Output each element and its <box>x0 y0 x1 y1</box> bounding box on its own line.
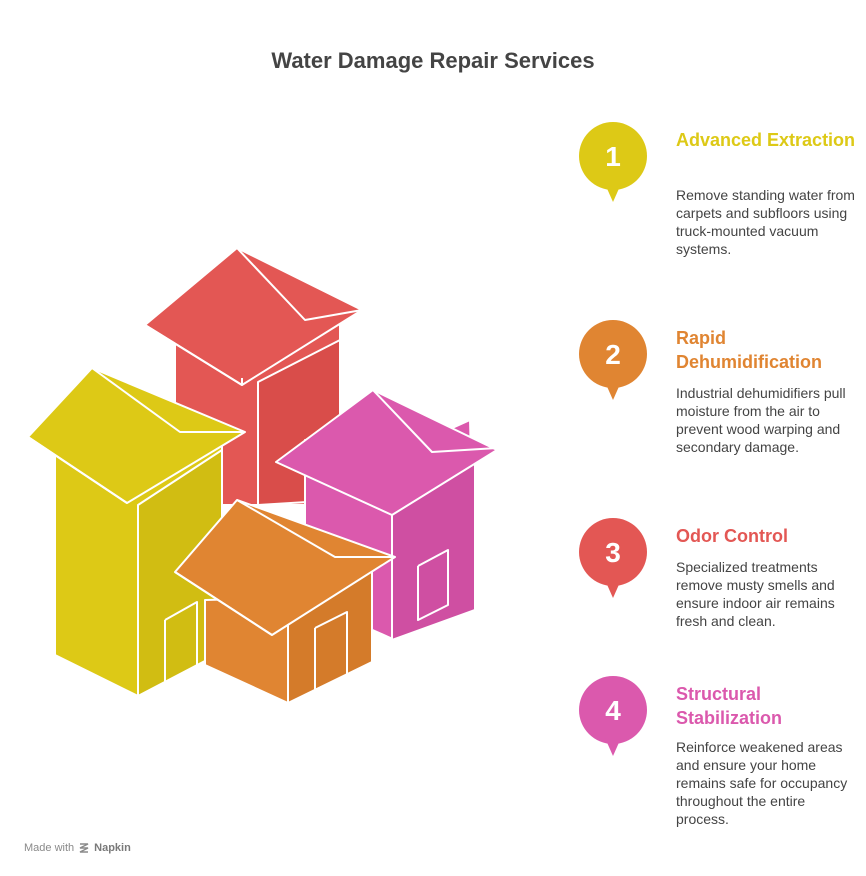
houses-illustration <box>27 247 498 704</box>
pink-house-icon <box>275 389 498 641</box>
service-item-3: 3 Odor Control Specialized treatments re… <box>576 516 866 716</box>
made-with-label: Made with <box>24 842 75 854</box>
item-description: Remove standing water from carpets and s… <box>676 187 855 257</box>
napkin-brand: Napkin <box>94 842 131 854</box>
page-title: Water Damage Repair Services <box>271 48 595 73</box>
item-title: Rapid Dehumidification <box>676 328 823 372</box>
item-title: Advanced Extraction <box>676 130 856 150</box>
napkin-logo-icon <box>79 843 89 853</box>
orange-house-icon <box>174 499 396 704</box>
marker-number: 3 <box>605 537 621 568</box>
item-description: Industrial dehumidifiers pull moisture f… <box>676 385 846 455</box>
service-item-1: 1 Advanced Extraction Remove standing wa… <box>576 120 866 320</box>
item-title: Structural Stabilization <box>676 684 783 728</box>
item-description: Reinforce weakened areas and ensure your… <box>676 739 848 827</box>
item-description: Specialized treatments remove musty smel… <box>676 559 835 629</box>
marker-number: 4 <box>605 695 621 726</box>
marker-number: 1 <box>605 141 621 172</box>
marker-pin-icon: 3 <box>576 516 650 600</box>
marker-number: 2 <box>605 339 621 370</box>
service-item-2: 2 Rapid Dehumidification Industrial dehu… <box>576 318 866 518</box>
made-with-footer: Made with Napkin <box>24 842 131 854</box>
marker-pin-icon: 4 <box>576 674 650 758</box>
marker-pin-icon: 2 <box>576 318 650 402</box>
marker-pin-icon: 1 <box>576 120 650 204</box>
item-title: Odor Control <box>676 526 788 546</box>
service-item-4: 4 Structural Stabilization Reinforce wea… <box>576 674 866 874</box>
